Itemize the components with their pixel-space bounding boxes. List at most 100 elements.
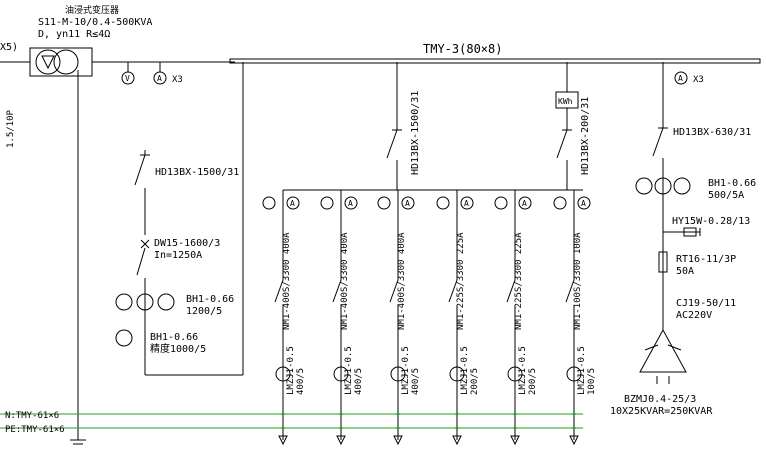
ammeter-glyph: A [581, 199, 586, 208]
transformer-winding-2 [53, 49, 79, 75]
ammeter-icon [153, 71, 167, 85]
branch2-switch-label: HD13BX-200/31 [580, 97, 591, 175]
indicator-lamp-icon [262, 196, 276, 210]
transformer-winding-1 [35, 49, 61, 75]
outgoing-ct-ratio: 100/5 [587, 368, 597, 395]
cap-ct-label: BH1-0.66 [708, 178, 756, 189]
cable-end-icon [452, 435, 462, 446]
capacitor-bank-label: BZMJ0.4-25/3 [624, 394, 696, 405]
ct-icon [390, 366, 406, 382]
kwh-meter-label: KWh [558, 97, 573, 106]
capacitor-bank-icon [639, 328, 687, 373]
outgoing-ct-label: LMZJ1-0.5 [286, 346, 296, 395]
ammeter-label: A [157, 74, 162, 83]
cable-end-icon [336, 435, 346, 446]
cable-end-icon [278, 435, 288, 446]
ammeter-icon [460, 196, 474, 210]
main-busbar: TMY-3(80×8) [229, 42, 761, 64]
metering-branch-2: KWh HD13BX-200/31 [555, 62, 591, 190]
outgoing-ct-label: LMZJ1-0.5 [577, 346, 587, 395]
outgoing-ct-label: LMZJ1-0.5 [401, 346, 411, 395]
ct-icon [449, 366, 465, 382]
arrester-label: HY15W-0.28/13 [672, 216, 750, 227]
ct-icon [115, 329, 133, 347]
branch1-switch-label: HD13BX-1500/31 [410, 91, 421, 175]
cap-ammeter-glyph: A [678, 74, 683, 83]
incoming-switch-label: HD13BX-1500/31 [155, 167, 239, 178]
outgoing-ct-ratio: 400/5 [354, 368, 364, 395]
ct-icon [654, 177, 672, 195]
incoming-ct1-label: BH1-0.66 [186, 294, 234, 305]
outgoing-ct-ratio: 200/5 [528, 368, 538, 395]
ammeter-icon [344, 196, 358, 210]
busbar-bar [229, 58, 761, 64]
ammeter-glyph: A [290, 199, 295, 208]
metering-branch-1: HD13BX-1500/31 [386, 62, 421, 190]
outgoing-ct-label: LMZJ1-0.5 [344, 346, 354, 395]
n-bus-label: N:TMY-61×6 [5, 411, 59, 421]
fuse-rating: 50A [676, 266, 694, 277]
ammeter-glyph: A [405, 199, 410, 208]
cap-meter-multiplier: X3 [693, 75, 704, 85]
transformer-model: S11-M-10/0.4-500KVA [38, 17, 152, 28]
meter-multiplier: X3 [172, 75, 183, 85]
left-meters: V A X3 [121, 62, 183, 85]
fuse-icon [658, 251, 668, 273]
ct-icon [275, 366, 291, 382]
transformer-connection: D, yn11 R≤4Ω [38, 29, 110, 40]
indicator-lamp-icon [494, 196, 508, 210]
outgoing-breaker-label: NM1-225S/3300 225A [456, 232, 466, 330]
pe-bus-label: PE:TMY-61×6 [5, 425, 65, 435]
outgoing-ct-label: LMZJ1-0.5 [518, 346, 528, 395]
outgoing-breaker-label: NM1-100S/3300 100A [573, 232, 583, 330]
outgoing-ct-ratio: 400/5 [296, 368, 306, 395]
transformer-box [29, 47, 93, 77]
ammeter-glyph: A [464, 199, 469, 208]
cap-switch-label: HD13BX-630/31 [673, 127, 751, 138]
arrester-icon [683, 227, 697, 237]
contactor-label: CJ19-50/11 [676, 298, 736, 309]
capacitor-bank-rating: 10X25KVAR=250KVAR [610, 406, 713, 417]
outgoing-breaker-label: NM1-225S/3300 225A [514, 232, 524, 330]
ammeter-icon [674, 71, 688, 85]
outgoing-breaker-label: NM1-400S/3300 400A [282, 232, 292, 330]
ct-icon [136, 293, 154, 311]
contactor-voltage: AC220V [676, 310, 712, 321]
voltmeter-label: V [125, 74, 130, 83]
ct-icon [673, 177, 691, 195]
cable-end-icon [510, 435, 520, 446]
indicator-lamp-icon [553, 196, 567, 210]
indicator-lamp-icon [377, 196, 391, 210]
incoming-ct1-ratio: 1200/5 [186, 306, 222, 317]
busbar-label: TMY-3(80×8) [423, 42, 502, 56]
outgoing-breaker-label: NM1-400S/3300 400A [340, 232, 350, 330]
ammeter-icon [577, 196, 591, 210]
transformer-left-label: X5) [0, 42, 18, 53]
ct-icon [635, 177, 653, 195]
ammeter-icon [518, 196, 532, 210]
ammeter-glyph: A [348, 199, 353, 208]
transformer-side-label: 1.5/10P [6, 109, 16, 148]
cable-end-icon [393, 435, 403, 446]
cap-ct-ratio: 500/5A [708, 190, 744, 201]
ct-icon [157, 293, 175, 311]
incoming-breaker-in: In=1250A [154, 250, 202, 261]
voltmeter-icon [121, 71, 135, 85]
ct-icon [566, 366, 582, 382]
neutral-and-pe-buses: N:TMY-61×6 PE:TMY-61×6 [0, 411, 583, 435]
ct-icon [333, 366, 349, 382]
ammeter-icon [286, 196, 300, 210]
ct-icon [507, 366, 523, 382]
incoming-ct2-label: BH1-0.66 [150, 332, 198, 343]
ammeter-glyph: A [522, 199, 527, 208]
outgoing-breaker-label: NM1-400S/3300 400A [397, 232, 407, 330]
cable-end-icon [569, 435, 579, 446]
